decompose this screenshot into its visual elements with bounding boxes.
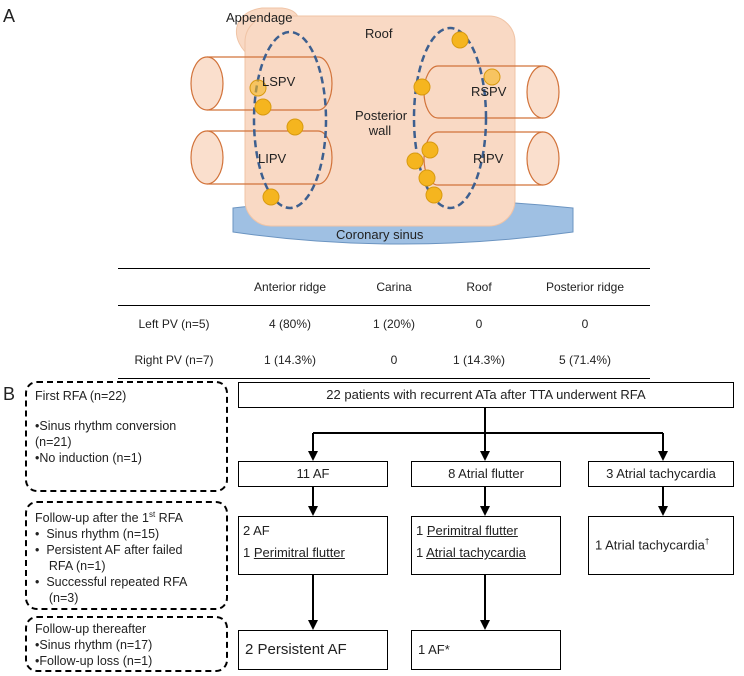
follow-up-thereafter-note: Follow-up thereafter •Sinus rhythm (n=17… xyxy=(25,616,228,672)
table-header: Roof xyxy=(466,280,492,294)
right-ablation-line xyxy=(412,26,488,210)
lipv-label: LIPV xyxy=(258,151,287,166)
note-item: RFA (n=1) xyxy=(35,559,106,574)
first-rfa-note: First RFA (n=22) •Sinus rhythm conversio… xyxy=(25,381,228,492)
patients-box: 22 patients with recurrent ATa after TTA… xyxy=(238,382,734,408)
note-item: •No induction (n=1) xyxy=(35,451,142,465)
note-item: •Sinus rhythm conversion xyxy=(35,419,177,433)
left-ablation-line xyxy=(252,30,328,210)
appendage-label: Appendage xyxy=(226,10,293,25)
flutter-outcome-box: 1 Perimitral flutter 1 Atrial tachycardi… xyxy=(411,516,561,575)
table-cell: 0 xyxy=(475,317,483,331)
posterior-wall-label: Posterior wall xyxy=(355,108,408,138)
table-cell: 1 (14.3%) xyxy=(452,353,506,367)
panel-a-letter: A xyxy=(3,6,16,26)
table-cell: 0 xyxy=(390,353,398,367)
conduction-gap-dots xyxy=(249,31,501,206)
outcome-line: 1 Perimitral flutter xyxy=(416,523,518,538)
table-row: Right PV (n=7) 1 (14.3%) 0 1 (14.3%) 5 (… xyxy=(118,342,650,379)
note-item: (n=3) xyxy=(35,591,79,606)
table-row: Left PV (n=5) 4 (80%) 1 (20%) 0 0 xyxy=(118,306,650,343)
note-title: First RFA (n=22) xyxy=(35,389,127,403)
note-item: •Sinus rhythm (n=17) xyxy=(35,638,153,652)
atrium-body xyxy=(244,15,516,227)
note-item: • Persistent AF after failed xyxy=(35,543,183,558)
af-branch-box: 11 AF xyxy=(238,461,388,487)
note-item: • Successful repeated RFA xyxy=(35,575,188,590)
table-header: Posterior ridge xyxy=(545,280,625,294)
gap-location-table: Anterior ridge Carina Roof Posterior rid… xyxy=(118,268,650,379)
table-cell: 0 xyxy=(581,317,589,331)
note-item: •Follow-up loss (n=1) xyxy=(35,654,153,668)
panel-b-letter: B xyxy=(3,384,16,404)
table-cell: 1 (14.3%) xyxy=(263,353,317,367)
lspv-label: LSPV xyxy=(262,74,296,89)
table-header-row: Anterior ridge Carina Roof Posterior rid… xyxy=(118,268,650,306)
outcome-line: 1 Atrial tachycardia xyxy=(416,545,526,560)
follow-up-first-rfa-note: Follow-up after the 1st RFA • Sinus rhyt… xyxy=(25,501,228,610)
ripv-label: RIPV xyxy=(473,151,504,166)
flutter-branch-box: 8 Atrial flutter xyxy=(411,461,561,487)
tachycardia-outcome-box: 1 Atrial tachycardia† xyxy=(588,516,734,575)
table-cell: 5 (71.4%) xyxy=(558,353,612,367)
rspv-label: RSPV xyxy=(471,84,507,99)
left-atrium-diagram xyxy=(190,7,574,245)
table-cell: Right PV (n=7) xyxy=(134,353,214,367)
note-item: • Sinus rhythm (n=15) xyxy=(35,527,160,542)
table-cell: 4 (80%) xyxy=(268,317,312,331)
note-title: Follow-up after the 1st RFA xyxy=(35,510,183,526)
table-cell: 1 (20%) xyxy=(372,317,416,331)
outcome-line: 2 AF xyxy=(243,523,270,538)
table-header: Anterior ridge xyxy=(253,280,327,294)
roof-label: Roof xyxy=(365,26,393,41)
coronary-sinus-label: Coronary sinus xyxy=(336,227,424,242)
table-header: Carina xyxy=(376,280,412,294)
note-title: Follow-up thereafter xyxy=(35,622,147,636)
af-star-box: 1 AF* xyxy=(411,630,561,670)
rspv-vein xyxy=(423,65,560,119)
note-item: (n=21) xyxy=(35,435,72,449)
af-outcome-box: 2 AF 1 Perimitral flutter xyxy=(238,516,388,575)
tachycardia-branch-box: 3 Atrial tachycardia xyxy=(588,461,734,487)
table-cell: Left PV (n=5) xyxy=(138,317,210,331)
outcome-line: 1 Perimitral flutter xyxy=(243,545,345,560)
persistent-af-box: 2 Persistent AF xyxy=(238,630,388,670)
